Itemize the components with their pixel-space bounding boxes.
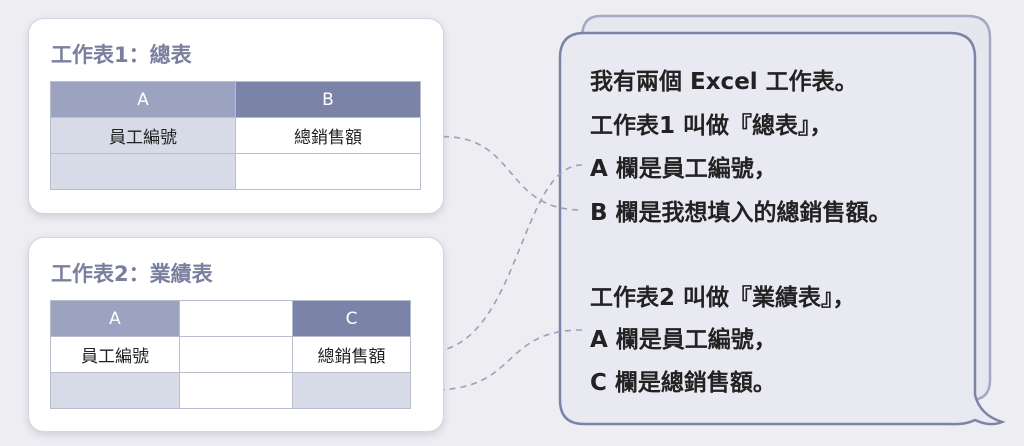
cell-a2 <box>50 372 180 409</box>
sheet2-title: 工作表2：業績表 <box>51 262 213 286</box>
bubble-line: B 欄是我想填入的總銷售額。 <box>590 200 892 226</box>
bubble-line: A 欄是員工編號， <box>590 327 777 353</box>
cell-a1: 員工編號 <box>50 336 180 373</box>
bubble-line: 我有兩個 Excel 工作表。 <box>590 69 858 95</box>
cell-a2 <box>50 153 236 190</box>
cell-b2 <box>235 153 421 190</box>
col-a-header: A <box>50 81 236 118</box>
sheet2-table: A C 員工編號 總銷售額 <box>50 300 411 409</box>
cell-c2 <box>292 372 411 409</box>
bubble-line: 工作表1 叫做『總表』， <box>590 113 833 139</box>
sheet2-card: 工作表2：業績表 A C 員工編號 總銷售額 <box>28 237 444 432</box>
connector-a-sheet1 <box>431 164 583 353</box>
bubble-line: A 欄是員工編號， <box>590 156 777 182</box>
cell-b1: 總銷售額 <box>235 117 421 154</box>
connector-a-sheet2 <box>431 329 583 391</box>
bubble-line: 工作表2 叫做『業績表』， <box>590 285 856 311</box>
connector-lines <box>431 135 583 391</box>
col-c-header: C <box>292 300 411 337</box>
speech-bubble <box>558 31 1006 426</box>
col-a-header: A <box>50 300 180 337</box>
cell-c1: 總銷售額 <box>292 336 411 373</box>
bubble-line: C 欄是總銷售額。 <box>590 370 776 396</box>
col-b-header: B <box>235 81 421 118</box>
cell-a1: 員工編號 <box>50 117 236 154</box>
connector-b-total <box>431 135 583 211</box>
cell-b1 <box>179 336 293 373</box>
cell-b2 <box>179 372 293 409</box>
col-b-header <box>179 300 293 337</box>
sheet1-title: 工作表1：總表 <box>51 43 192 67</box>
